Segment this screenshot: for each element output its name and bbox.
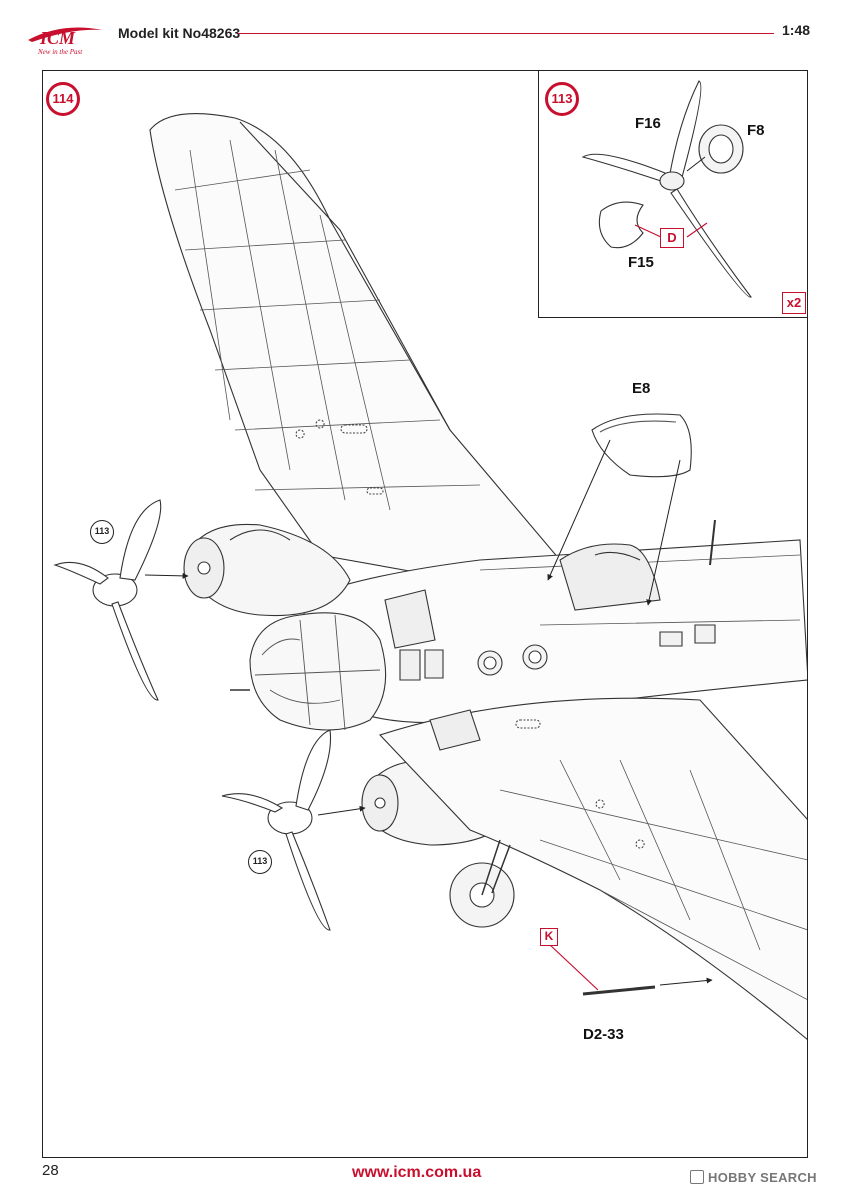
- brand-slogan: New in the Past: [38, 48, 83, 56]
- header-rule: [238, 33, 774, 34]
- tag-d: D: [660, 228, 684, 248]
- part-label-f15: F15: [628, 254, 654, 271]
- icm-logo: ICM New in the Past: [22, 18, 108, 60]
- canopy-part-e8: [591, 413, 692, 478]
- spinner-cone: [598, 201, 644, 249]
- instruction-frame: [42, 70, 808, 1158]
- lower-wing: [378, 697, 807, 1040]
- upper-wing: [149, 113, 562, 581]
- part-label-f8: F8: [747, 122, 765, 139]
- landing-gear-wheel: [449, 839, 515, 928]
- hobby-search-watermark: HOBBY SEARCH: [690, 1170, 817, 1185]
- upper-engine-nacelle: [183, 523, 351, 617]
- prop-blade-up: [668, 80, 702, 182]
- page-number: 28: [42, 1162, 59, 1179]
- kit-title: Model kit No48263: [118, 25, 241, 41]
- prop-blade-left: [581, 153, 666, 182]
- part-label-e8: E8: [632, 380, 651, 397]
- prop-hub: [659, 171, 685, 191]
- svg-text:ICM: ICM: [39, 28, 76, 48]
- nose-glazing: [230, 589, 444, 731]
- website-link[interactable]: www.icm.com.ua: [352, 1164, 482, 1181]
- part-label-d2-33: D2-33: [583, 1026, 624, 1043]
- antenna-part-d2-33: [582, 985, 656, 996]
- prop-blade-down: [670, 188, 752, 298]
- propeller-exploded-drawing: [581, 80, 752, 298]
- multiplier-badge: x2: [782, 292, 806, 314]
- watermark-badge-icon: [690, 1170, 704, 1184]
- upper-propeller: [53, 499, 162, 701]
- inset-step-113: [538, 70, 808, 318]
- part-label-f16: F16: [635, 115, 661, 132]
- step-113-ref-upper: 113: [90, 520, 114, 544]
- step-114-marker: 114: [46, 82, 80, 116]
- tag-k: K: [540, 928, 558, 946]
- lower-propeller: [221, 729, 332, 931]
- scale-label: 1:48: [782, 22, 811, 38]
- step-113-marker: 113: [545, 82, 579, 116]
- cockpit: [559, 543, 661, 611]
- step-113-ref-lower: 113: [248, 850, 272, 874]
